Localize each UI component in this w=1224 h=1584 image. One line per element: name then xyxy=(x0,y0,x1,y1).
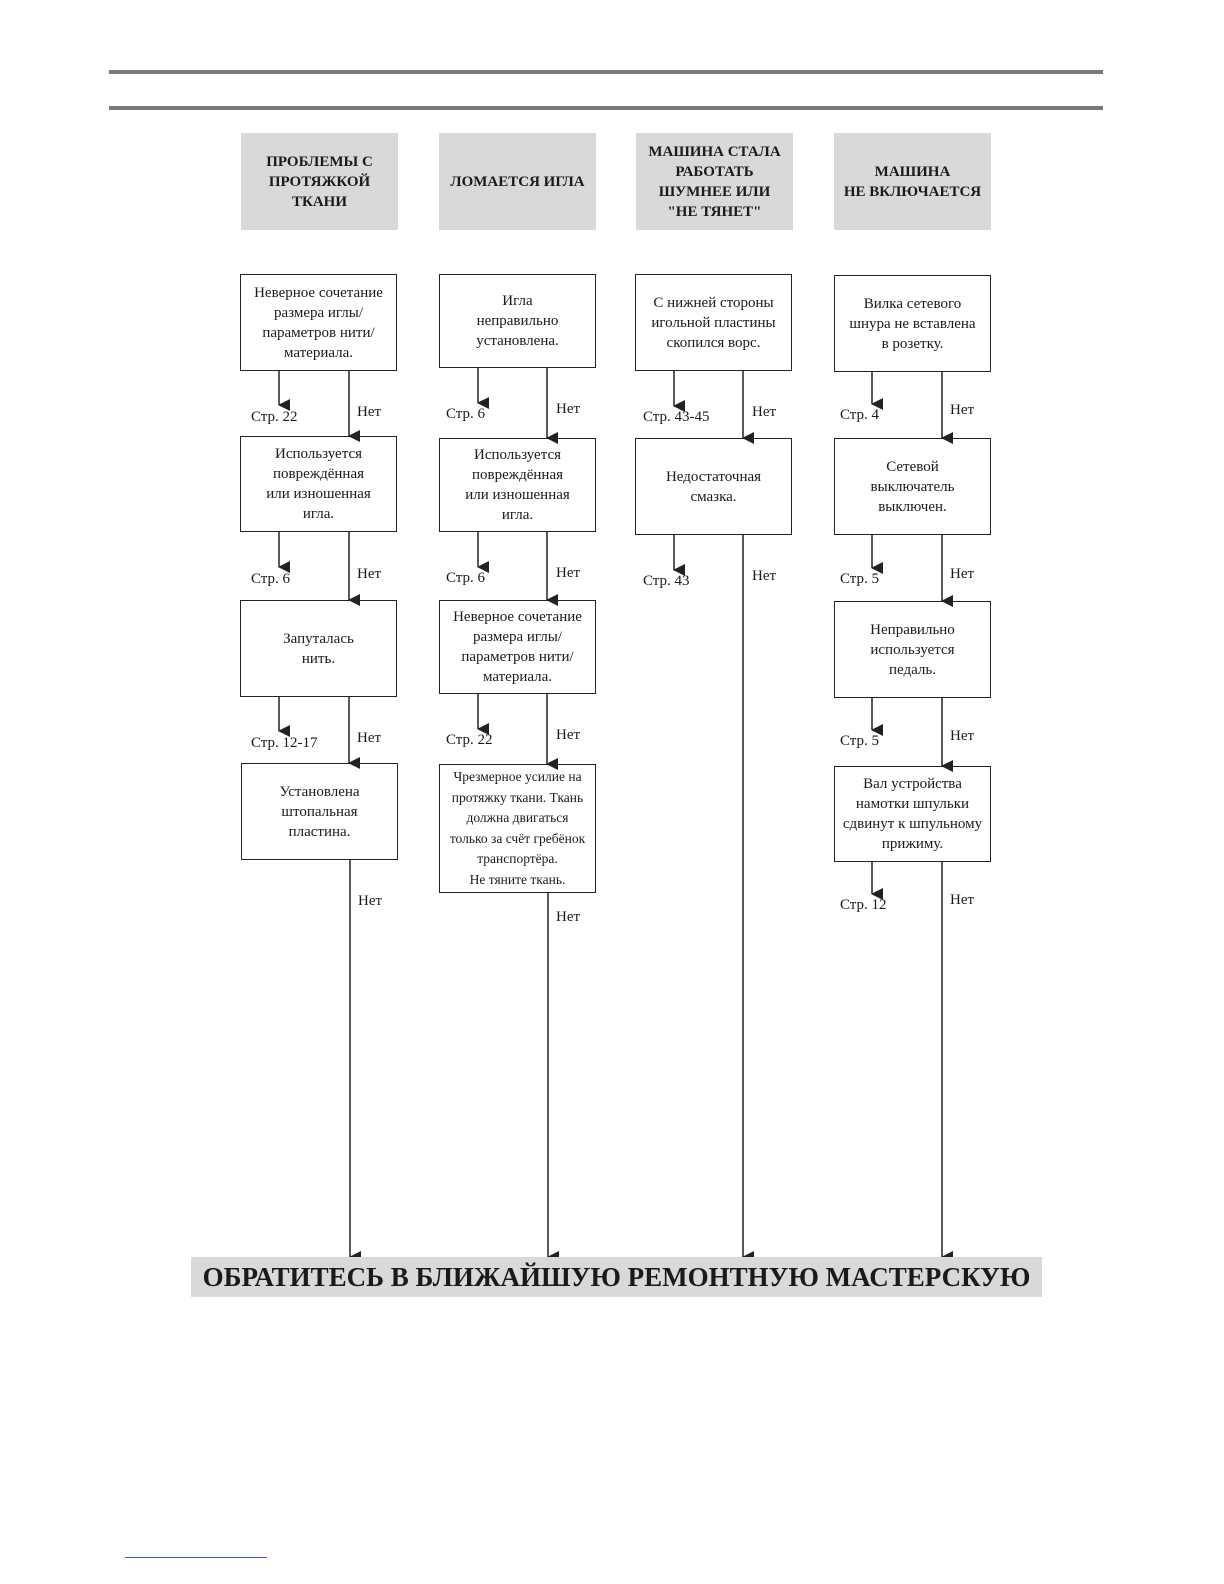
c4-step3-no-label: Нет xyxy=(950,728,975,744)
c2-step1-page-ref: Стр. 6 xyxy=(446,406,486,422)
c1-step4-box: Установлена штопальная пластина. xyxy=(241,763,398,860)
c4-step1-box: Вилка сетевого шнура не вставлена в розе… xyxy=(834,275,991,372)
c3-step1-page-ref: Стр. 43-45 xyxy=(643,409,710,425)
c1-step4-no-label: Нет xyxy=(358,893,383,909)
c1-step2-no-label: Нет xyxy=(357,566,382,582)
c2-step1-box: Игла неправильно установлена. xyxy=(439,274,596,368)
c4-step4-no-label: Нет xyxy=(950,892,975,908)
column-header-no-power: МАШИНА НЕ ВКЛЮЧАЕТСЯ xyxy=(834,133,991,230)
c2-step4-no-label: Нет xyxy=(556,909,581,925)
top-rule xyxy=(109,70,1103,74)
footer-banner: ОБРАТИТЕСЬ В БЛИЖАЙШУЮ РЕМОНТНУЮ МАСТЕРС… xyxy=(191,1257,1042,1297)
c4-step2-box: Сетевой выключатель выключен. xyxy=(834,438,991,535)
c1-step3-no-label: Нет xyxy=(357,730,382,746)
c2-step3-page-ref: Стр. 22 xyxy=(446,732,493,748)
c2-step2-page-ref: Стр. 6 xyxy=(446,570,486,586)
c2-step4-box: Чрезмерное усилие на протяжку ткани. Тка… xyxy=(439,764,596,893)
c2-step2-box: Используется повреждённая или изношенная… xyxy=(439,438,596,532)
c4-step2-page-ref: Стр. 5 xyxy=(840,571,880,587)
c3-step1-no-label: Нет xyxy=(752,404,777,420)
c2-step3-box: Неверное сочетание размера иглы/ парамет… xyxy=(439,600,596,694)
c4-step1-page-ref: Стр. 4 xyxy=(840,407,880,423)
column-header-fabric-feed: ПРОБЛЕМЫ С ПРОТЯЖКОЙ ТКАНИ xyxy=(241,133,398,230)
c1-step1-no-label: Нет xyxy=(357,404,382,420)
column-header-needle-breaks: ЛОМАЕТСЯ ИГЛА xyxy=(439,133,596,230)
footer-text: ОБРАТИТЕСЬ В БЛИЖАЙШУЮ РЕМОНТНУЮ МАСТЕРС… xyxy=(202,1261,1031,1292)
c4-step3-page-ref: Стр. 5 xyxy=(840,733,880,749)
c1-step3-page-ref: Стр. 12-17 xyxy=(251,735,318,751)
second-rule xyxy=(109,106,1103,110)
c4-step4-box: Вал устройства намотки шпульки сдвинут к… xyxy=(834,766,991,862)
column-header-noisy-machine: МАШИНА СТАЛА РАБОТАТЬ ШУМНЕЕ ИЛИ "НЕ ТЯН… xyxy=(636,133,793,230)
c1-step1-box: Неверное сочетание размера иглы/ парамет… xyxy=(240,274,397,371)
c3-step2-no-label: Нет xyxy=(752,568,777,584)
c3-step1-box: С нижней стороны игольной пластины скопи… xyxy=(635,274,792,371)
c4-step2-no-label: Нет xyxy=(950,566,975,582)
bottom-divider-line xyxy=(125,1557,267,1558)
c4-step3-box: Неправильно используется педаль. xyxy=(834,601,991,698)
c2-step3-no-label: Нет xyxy=(556,727,581,743)
c1-step2-box: Используется повреждённая или изношенная… xyxy=(240,436,397,532)
c1-step3-box: Запуталась нить. xyxy=(240,600,397,697)
c1-step1-page-ref: Стр. 22 xyxy=(251,409,298,425)
c2-step1-no-label: Нет xyxy=(556,401,581,417)
c1-step2-page-ref: Стр. 6 xyxy=(251,571,291,587)
c3-step2-box: Недостаточная смазка. xyxy=(635,438,792,535)
c4-step1-no-label: Нет xyxy=(950,402,975,418)
c4-step4-page-ref: Стр. 12 xyxy=(840,897,887,913)
c2-step2-no-label: Нет xyxy=(556,565,581,581)
c3-step2-page-ref: Стр. 43 xyxy=(643,573,690,589)
